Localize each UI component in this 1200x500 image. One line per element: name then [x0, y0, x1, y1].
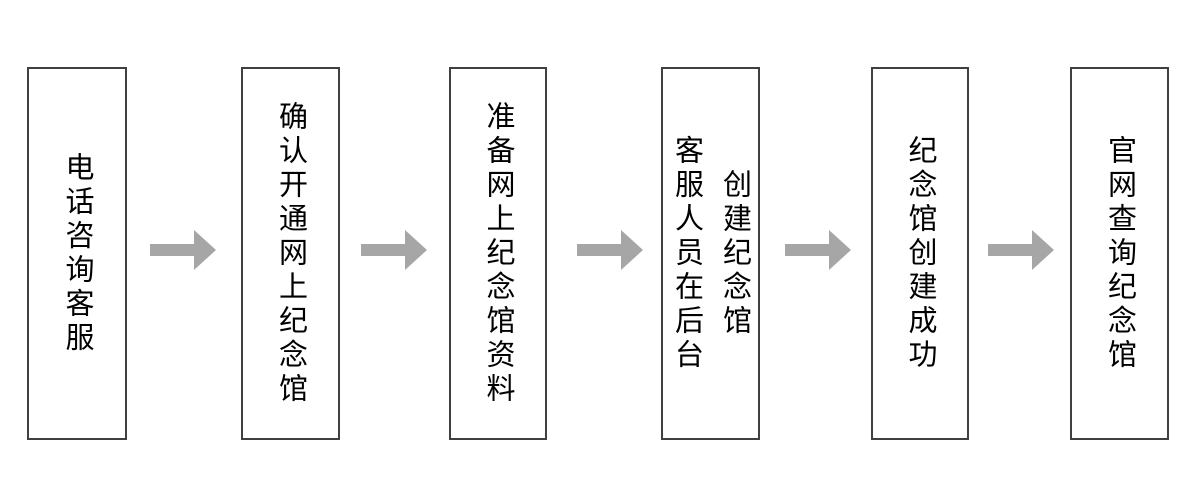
- step-label: 客服人员在后台 创建纪念馆: [670, 134, 751, 373]
- step-box-phone-consult: 电话咨询客服: [27, 67, 127, 440]
- step-label: 确认开通网上纪念馆: [274, 100, 307, 407]
- arrow-right-icon: [988, 230, 1054, 270]
- arrow-right-icon: [785, 230, 851, 270]
- arrow-right-icon: [361, 230, 427, 270]
- arrow-right-icon: [577, 230, 643, 270]
- step-label: 准备网上纪念馆资料: [482, 100, 514, 407]
- step-box-backend-create: 客服人员在后台 创建纪念馆: [661, 67, 760, 440]
- step-box-create-success: 纪念馆创建成功: [871, 67, 969, 440]
- step-box-official-site-lookup: 官网查询纪念馆: [1070, 67, 1169, 440]
- arrow-right-icon: [150, 230, 216, 270]
- step-box-prepare-materials: 准备网上纪念馆资料: [449, 67, 547, 440]
- step-label: 电话咨询客服: [61, 151, 93, 356]
- step-box-confirm-open: 确认开通网上纪念馆: [241, 67, 340, 440]
- step-label: 纪念馆创建成功: [904, 134, 936, 373]
- step-label: 官网查询纪念馆: [1103, 134, 1136, 373]
